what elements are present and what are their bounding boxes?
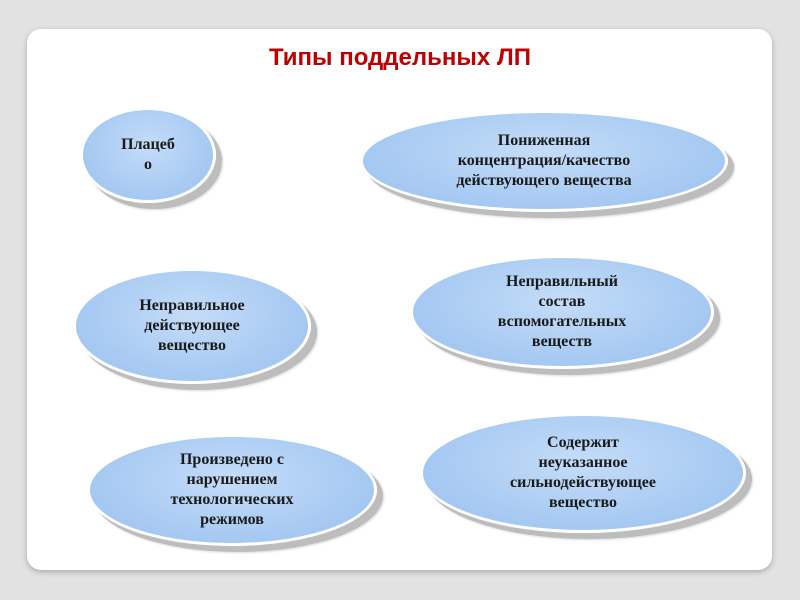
oval-line: режимов	[200, 511, 264, 528]
oval-wrong-active-substance: Неправильное действующее вещество	[73, 268, 311, 384]
oval-line: действующее	[144, 317, 240, 334]
oval-line: состав	[538, 293, 586, 310]
oval-line: Произведено с	[179, 451, 285, 468]
oval-line: вещество	[157, 337, 227, 354]
oval-line: вещество	[548, 494, 618, 511]
oval-line: вспомогательных	[497, 313, 627, 330]
oval-wrong-active-substance-text: Неправильное действующее вещество	[139, 296, 244, 356]
oval-line: концентрация/качество	[457, 152, 631, 169]
oval-line: нарушением	[186, 471, 278, 488]
oval-reduced-concentration-text: Пониженная концентрация/качество действу…	[456, 131, 631, 191]
oval-undeclared-potent-substance-text: Содержит неуказанное сильнодействующее в…	[510, 433, 656, 513]
oval-line: сильнодействующее	[510, 474, 656, 491]
oval-reduced-concentration: Пониженная концентрация/качество действу…	[360, 110, 728, 212]
oval-line: веществ	[531, 333, 593, 350]
oval-line: Неправильный	[506, 273, 618, 290]
oval-wrong-excipients: Неправильный состав вспомогательных веще…	[410, 255, 714, 369]
oval-placebo-text: Плацеб о	[121, 135, 175, 175]
oval-line: Неправильное	[139, 297, 245, 314]
oval-line: технологических	[170, 491, 294, 508]
oval-undeclared-potent-substance: Содержит неуказанное сильнодействующее в…	[420, 413, 746, 533]
oval-technology-violation-text: Произведено с нарушением технологических…	[171, 450, 294, 530]
oval-line: Пониженная	[497, 132, 591, 149]
oval-line: неуказанное	[538, 454, 628, 471]
slide-title: Типы поддельных ЛП	[269, 44, 531, 71]
oval-line: о	[144, 156, 152, 173]
oval-placebo: Плацеб о	[80, 107, 216, 203]
oval-technology-violation: Произведено с нарушением технологических…	[87, 434, 377, 546]
oval-line: Содержит	[547, 434, 619, 451]
oval-line: действующего вещества	[456, 172, 632, 189]
oval-line: Плацеб	[121, 136, 175, 153]
oval-wrong-excipients-text: Неправильный состав вспомогательных веще…	[498, 272, 627, 352]
